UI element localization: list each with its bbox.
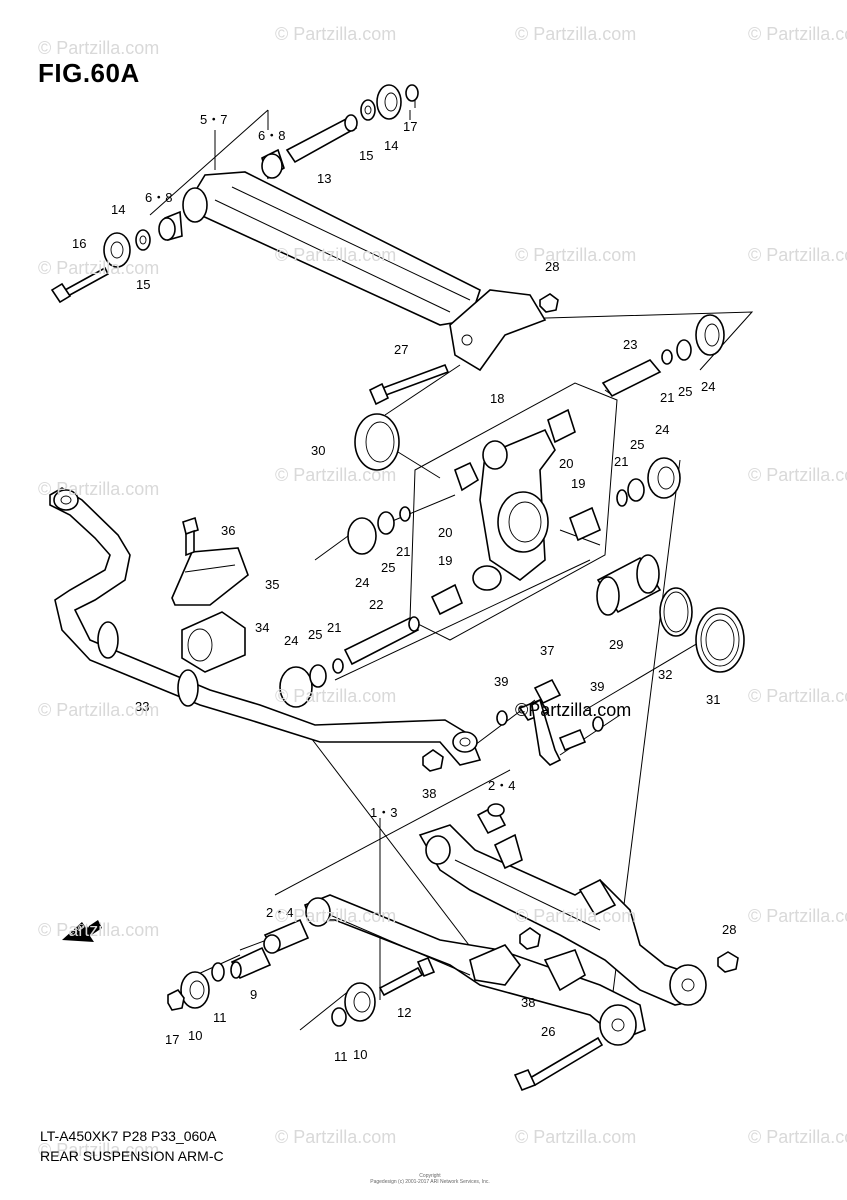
callout-label: 38 — [422, 786, 436, 801]
callout-label: 39 — [590, 679, 604, 694]
copyright-line: Pagedesign (c) 2001-2017 ARI Network Ser… — [370, 1179, 490, 1185]
watermark: © Partzilla.com — [38, 38, 160, 58]
watermark: © Partzilla.com — [748, 686, 847, 706]
figure-title: FIG.60A — [38, 58, 140, 88]
watermark: © Partzilla.com — [515, 24, 637, 44]
callout-label: 15 — [136, 277, 150, 292]
callout-label: 20 — [559, 456, 573, 471]
callout-label: 19 — [438, 553, 452, 568]
stabilizer-bar — [49, 487, 482, 772]
swing-arm — [263, 803, 739, 1046]
callout-label: 39 — [494, 674, 508, 689]
callout-label: 11 — [334, 1049, 348, 1064]
callout-label: 36 — [221, 523, 235, 538]
watermark: © Partzilla.com — [748, 24, 847, 44]
callout-label: 18 — [490, 391, 504, 406]
callout-label: 25 — [381, 560, 395, 575]
watermark: © Partzilla.com — [748, 906, 847, 926]
callout-label: 21 — [614, 454, 628, 469]
watermark: © Partzilla.com — [748, 245, 847, 265]
copyright-notice: Copyright Pagedesign (c) 2001-2017 ARI N… — [360, 1173, 500, 1185]
callout-label: 31 — [706, 692, 720, 707]
callout-label: 37 — [540, 643, 554, 658]
callout-label: 21 — [660, 390, 674, 405]
callout-label: 14 — [384, 138, 398, 153]
callout-label: 38 — [521, 995, 535, 1010]
callout-label: 11 — [213, 1010, 227, 1025]
callout-label: 17 — [165, 1032, 179, 1047]
callout-label: 6・8 — [258, 128, 285, 143]
model-code: LT-A450XK7 P28 P33_060A — [40, 1128, 217, 1144]
callout-label: 2・4 — [266, 905, 293, 920]
callout-label: 34 — [255, 620, 269, 635]
callout-label: 25 — [678, 384, 692, 399]
watermark: © Partzilla.com — [275, 1127, 397, 1147]
callout-label: 15 — [359, 148, 373, 163]
lower-hardware — [167, 946, 604, 1092]
watermark: © Partzilla.com — [275, 24, 397, 44]
watermark: © Partzilla.com — [38, 700, 160, 720]
knuckle-assembly — [279, 314, 745, 708]
watermark: © Partzilla.com — [38, 1140, 160, 1160]
callout-label: 32 — [658, 667, 672, 682]
callout-label: 30 — [311, 443, 325, 458]
callout-label: 35 — [265, 577, 279, 592]
center-brand-text: ©Partzilla.com — [515, 700, 632, 720]
callout-label: 24 — [355, 575, 369, 590]
watermark: © Partzilla.com — [275, 465, 397, 485]
callout-label: 29 — [609, 637, 623, 652]
copyright-line: Copyright — [419, 1173, 441, 1179]
callout-label: 27 — [394, 342, 408, 357]
watermark: © Partzilla.com — [515, 245, 637, 265]
callout-label: 19 — [571, 476, 585, 491]
watermark: © Partzilla.com — [275, 245, 397, 265]
callout-label: 21 — [327, 620, 341, 635]
callout-label: 20 — [438, 525, 452, 540]
callout-label: 28 — [722, 922, 736, 937]
callout-label: 10 — [353, 1047, 367, 1062]
link-assembly — [496, 678, 604, 766]
callout-label: 25 — [308, 627, 322, 642]
watermark: © Partzilla.com — [515, 906, 637, 926]
watermark: © Partzilla.com — [38, 920, 160, 940]
callout-label: 26 — [541, 1024, 555, 1039]
watermark: © Partzilla.com — [38, 479, 160, 499]
callout-label: 24 — [701, 379, 715, 394]
callout-label: 33 — [135, 699, 149, 714]
callout-label: 21 — [396, 544, 410, 559]
callout-label: 16 — [72, 236, 86, 251]
callout-label: 5・7 — [200, 112, 227, 127]
watermark: © Partzilla.com — [275, 906, 397, 926]
callout-label: 13 — [317, 171, 331, 186]
watermark: © Partzilla.com — [748, 465, 847, 485]
section-name: REAR SUSPENSION ARM-C — [40, 1148, 224, 1164]
upper-pivot-assembly — [50, 84, 559, 406]
watermark: © Partzilla.com — [748, 1127, 847, 1147]
callout-label: 28 — [545, 259, 559, 274]
callout-label: 25 — [630, 437, 644, 452]
callout-label: 1・3 — [370, 805, 397, 820]
callout-label: 14 — [111, 202, 125, 217]
callout-label: 6・8 — [145, 190, 172, 205]
watermark: © Partzilla.com — [38, 258, 160, 278]
callout-label: 22 — [369, 597, 383, 612]
callout-label: 24 — [284, 633, 298, 648]
callout-labels: 5・7 6・8 17 14 15 13 6・8 14 16 15 28 27 2… — [72, 112, 736, 1064]
callout-label: 17 — [403, 119, 417, 134]
watermark: © Partzilla.com — [515, 1127, 637, 1147]
callout-label: 10 — [188, 1028, 202, 1043]
watermark: © Partzilla.com — [275, 686, 397, 706]
callout-label: 9 — [250, 987, 257, 1002]
callout-label: 23 — [623, 337, 637, 352]
callout-label: 2・4 — [488, 778, 515, 793]
callout-label: 24 — [655, 422, 669, 437]
callout-label: 12 — [397, 1005, 411, 1020]
